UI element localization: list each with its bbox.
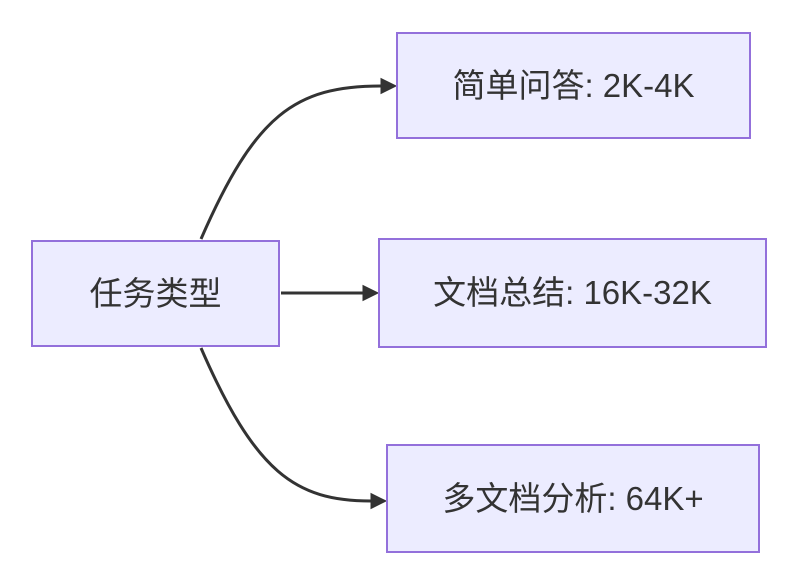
arrowhead-icon xyxy=(380,77,398,95)
arrowhead-icon xyxy=(362,284,380,302)
node-multidoc-analysis: 多文档分析: 64K+ xyxy=(386,444,760,553)
edge-root-to-branch-2 xyxy=(199,347,372,503)
node-simple-qa: 简单问答: 2K-4K xyxy=(396,32,751,139)
arrowhead-icon xyxy=(370,492,388,510)
node-task-type: 任务类型 xyxy=(31,240,280,347)
node-multidoc-analysis-label: 多文档分析: 64K+ xyxy=(442,479,704,517)
edge-root-to-branch-0 xyxy=(199,84,382,240)
node-task-type-label: 任务类型 xyxy=(89,274,222,312)
node-doc-summary-label: 文档总结: 16K-32K xyxy=(433,274,712,312)
node-doc-summary: 文档总结: 16K-32K xyxy=(378,238,767,348)
node-simple-qa-label: 简单问答: 2K-4K xyxy=(452,66,695,104)
